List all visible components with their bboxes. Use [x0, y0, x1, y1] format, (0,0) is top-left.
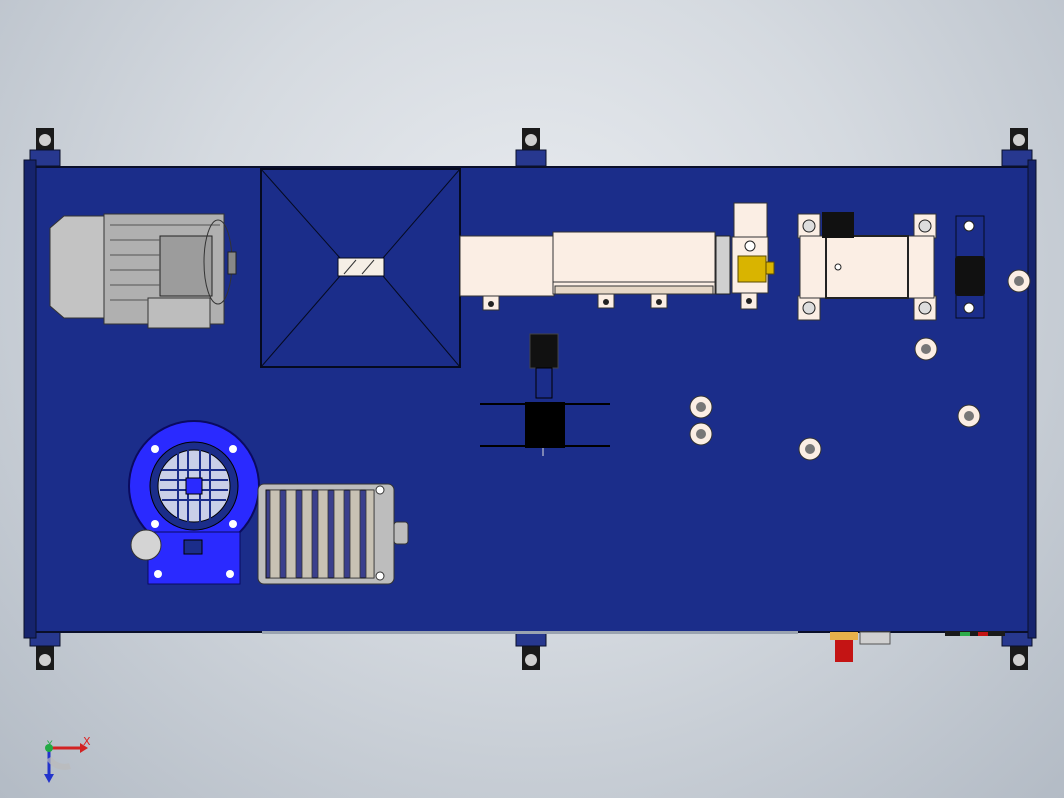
cylinder-right[interactable]: [797, 212, 937, 321]
blower[interactable]: [128, 420, 260, 585]
shredder[interactable]: [257, 483, 409, 585]
fastener: [957, 404, 981, 428]
mounting-tab: [482, 295, 500, 311]
fastener: [798, 437, 822, 461]
mounting-tab: [650, 293, 668, 309]
leveling-foot-bottom-left: [29, 629, 61, 670]
fastener: [689, 395, 713, 419]
x-axis-label: X: [83, 735, 91, 748]
axis-arrows: [44, 743, 88, 783]
leveling-foot-bottom-right: [1001, 629, 1033, 670]
servo-and-clamp[interactable]: [480, 333, 610, 456]
connector-block[interactable]: [955, 215, 985, 319]
leveling-foot-bottom-middle: [515, 629, 547, 670]
hopper-top[interactable]: [260, 168, 461, 368]
mounting-tab: [597, 293, 615, 309]
leveling-foot-top-left: [29, 128, 61, 167]
fastener: [1007, 269, 1031, 293]
fastener: [914, 337, 938, 361]
motor-left[interactable]: [49, 213, 237, 329]
fastener: [689, 422, 713, 446]
conveyor-tube[interactable]: [459, 231, 731, 311]
orientation-triad[interactable]: X Y: [36, 728, 106, 788]
leveling-foot-top-middle: [515, 128, 547, 167]
inline-valve[interactable]: [731, 202, 775, 310]
y-axis-label: Y: [47, 740, 53, 750]
emergency-stop-button[interactable]: [830, 631, 1005, 662]
